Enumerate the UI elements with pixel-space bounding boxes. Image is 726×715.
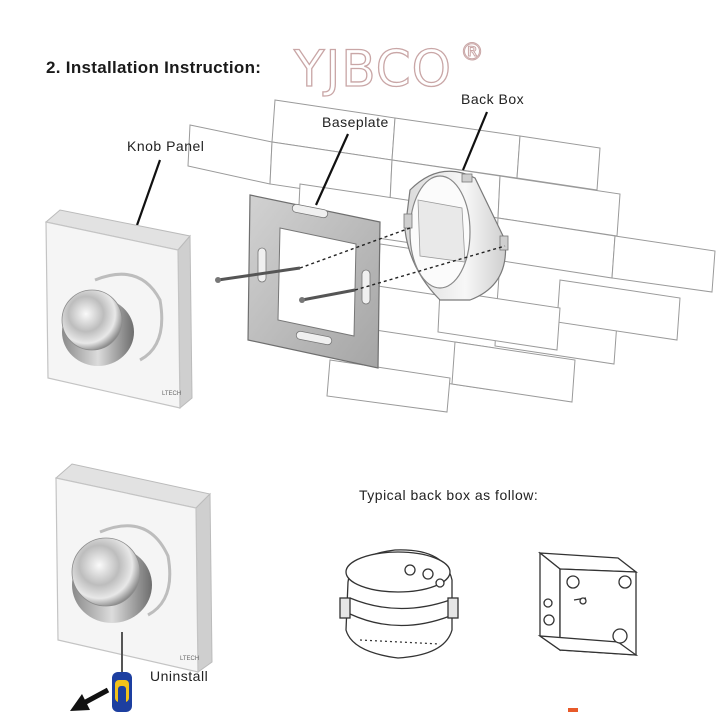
label-knob-panel: Knob Panel — [127, 138, 205, 154]
mounting-screws — [215, 227, 506, 303]
panel-brand-mark: LTECH — [162, 391, 181, 397]
corner-mark — [568, 708, 578, 712]
knob-panel-bottom: LTECH — [54, 463, 213, 673]
screwdriver-icon — [112, 632, 132, 712]
panel-brand-mark: LTECH — [180, 656, 199, 662]
square-back-box — [537, 551, 639, 656]
label-back-box: Back Box — [461, 91, 525, 107]
round-back-box — [339, 549, 459, 659]
arrow-down-left-icon — [70, 687, 110, 711]
knob-panel-top: LTECH — [44, 209, 193, 410]
label-typical-back-box: Typical back box as follow: — [359, 487, 539, 503]
label-pointers — [134, 111, 489, 229]
page-title: 2. Installation Instruction: — [46, 58, 262, 77]
baseplate — [247, 194, 381, 369]
label-uninstall: Uninstall — [150, 668, 209, 684]
brand-watermark: YJBCO — [293, 39, 452, 98]
label-baseplate: Baseplate — [322, 114, 389, 130]
registered-mark: ® — [460, 38, 485, 67]
